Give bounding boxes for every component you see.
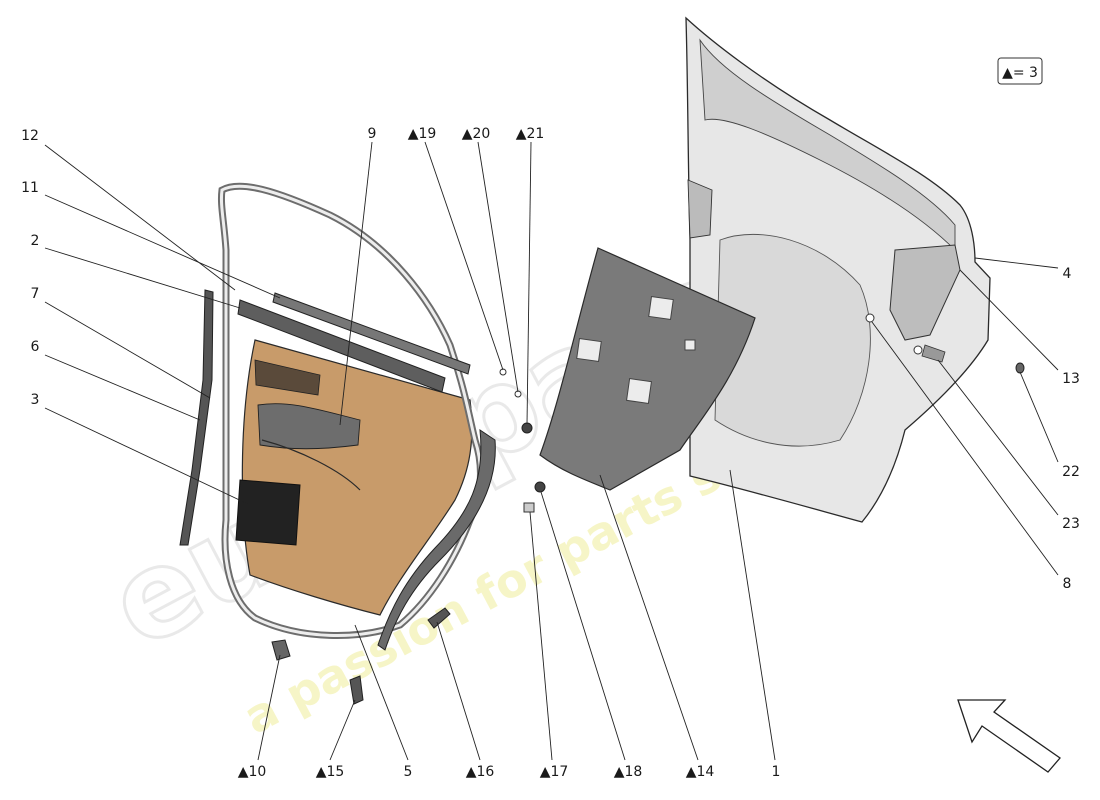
callout-7: 7 bbox=[31, 286, 40, 302]
window-strip-outer bbox=[237, 299, 446, 393]
window-strip-inner bbox=[272, 292, 471, 375]
direction-arrow-icon bbox=[957, 699, 1061, 773]
leader-lines bbox=[44, 141, 1059, 761]
callout-4: 4 bbox=[1063, 266, 1072, 282]
callout-3: 3 bbox=[31, 392, 40, 408]
small-fasteners bbox=[271, 362, 1025, 705]
vertical-seal-strip bbox=[179, 289, 214, 546]
callout-21: ▲21 bbox=[516, 126, 545, 142]
callout-8: 8 bbox=[1063, 576, 1072, 592]
callout-5: 5 bbox=[404, 764, 413, 780]
callout-10: ▲10 bbox=[238, 764, 267, 780]
callout-23: 23 bbox=[1062, 516, 1080, 532]
callout-14: ▲14 bbox=[686, 764, 715, 780]
callout-16: ▲16 bbox=[466, 764, 495, 780]
callout-15: ▲15 bbox=[316, 764, 345, 780]
legend-box: ▲= 3 bbox=[997, 57, 1043, 85]
callout-6: 6 bbox=[31, 339, 40, 355]
callout-19: ▲19 bbox=[408, 126, 437, 142]
callout-1: 1 bbox=[772, 764, 781, 780]
callout-9: 9 bbox=[368, 126, 377, 142]
door-trim-panel bbox=[235, 339, 473, 616]
callout-12: 12 bbox=[21, 128, 39, 144]
callout-11: 11 bbox=[21, 180, 39, 196]
callout-18: ▲18 bbox=[614, 764, 643, 780]
callout-13: 13 bbox=[1062, 371, 1080, 387]
legend-text: ▲= 3 bbox=[1002, 65, 1038, 81]
door-shell bbox=[685, 16, 991, 523]
insulation-sheet bbox=[539, 247, 756, 491]
callout-2: 2 bbox=[31, 233, 40, 249]
lower-seal bbox=[377, 428, 496, 651]
callout-20: ▲20 bbox=[462, 126, 491, 142]
callout-17: ▲17 bbox=[540, 764, 569, 780]
callout-labels: 12 11 2 7 6 3 9 ▲19 ▲20 ▲21 4 13 22 23 8… bbox=[21, 126, 1080, 780]
callout-22: 22 bbox=[1062, 464, 1080, 480]
